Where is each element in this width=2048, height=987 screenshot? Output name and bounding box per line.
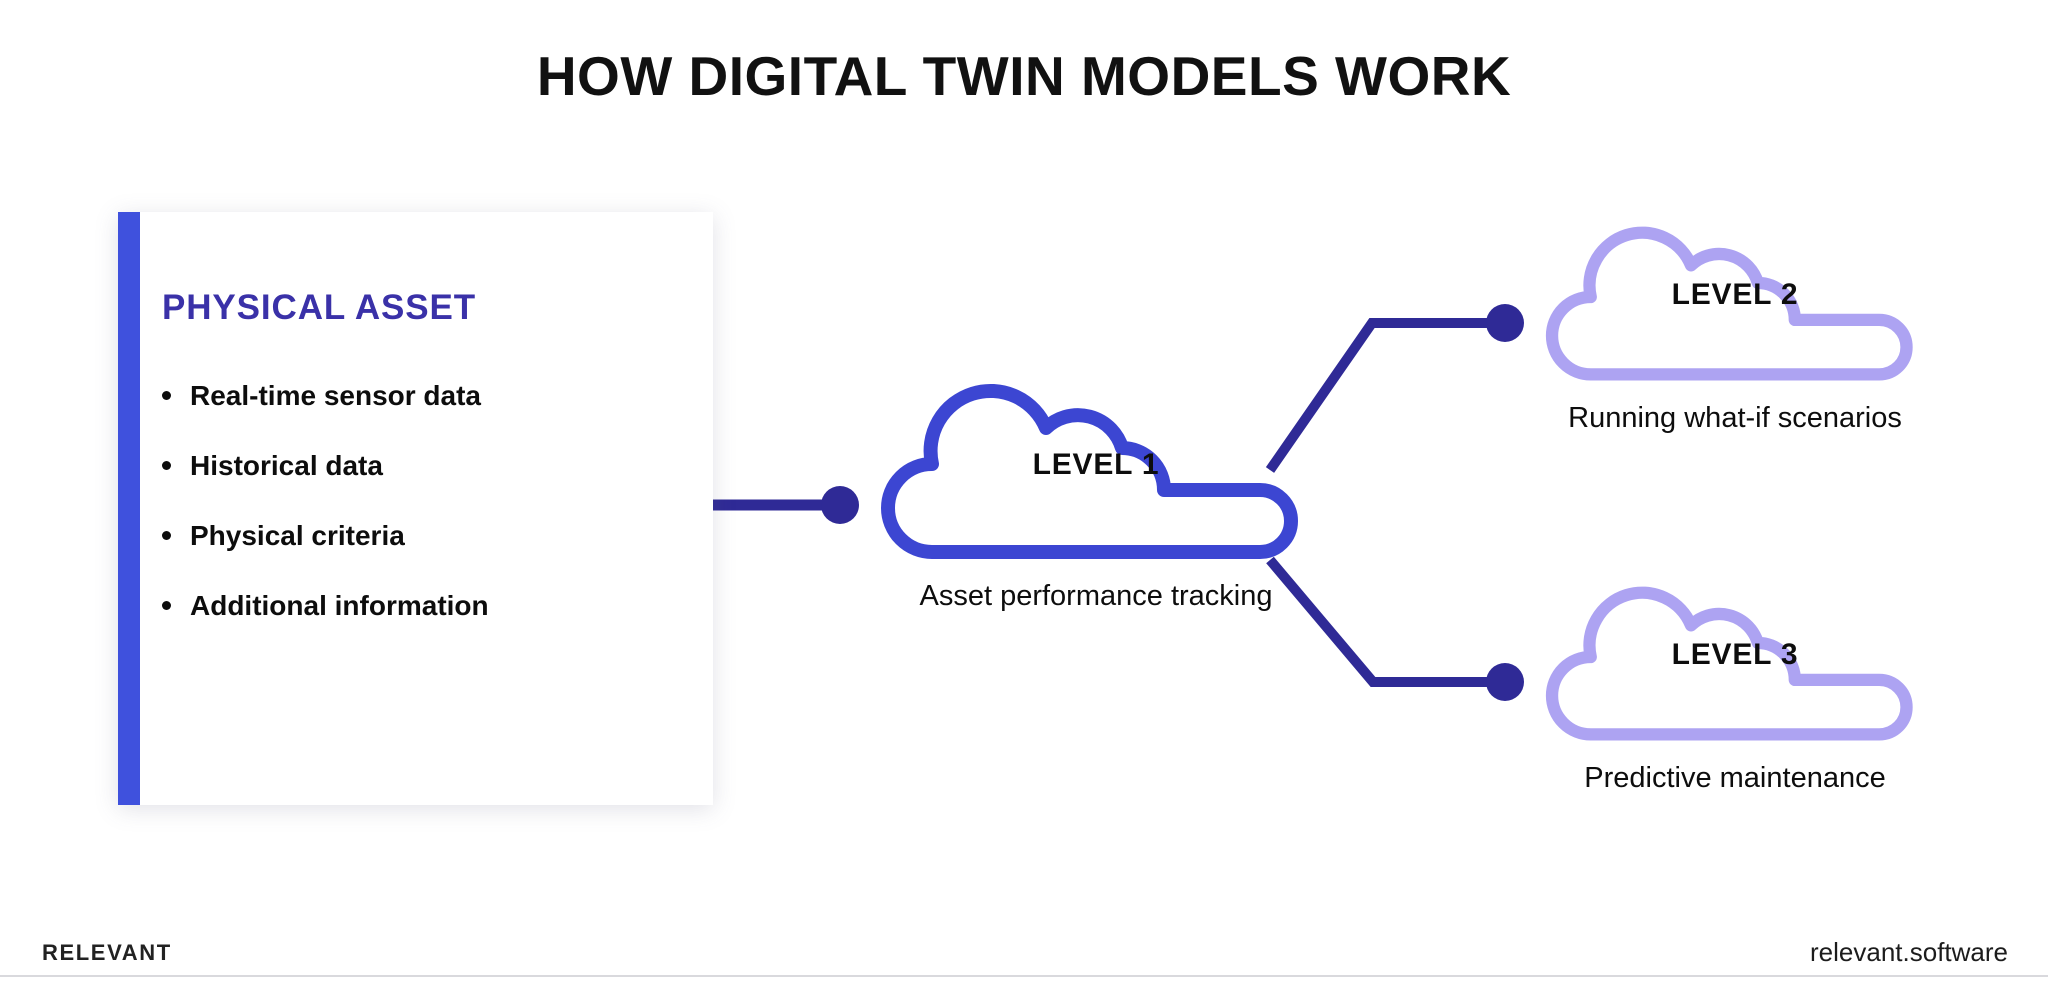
level-3-label: LEVEL 3 [1671, 638, 1799, 671]
brand-logo: RELEVANT [42, 940, 172, 965]
connector-dot-level2 [1486, 304, 1524, 342]
card-body [140, 212, 713, 805]
list-item: Physical criteria [138, 519, 490, 552]
connector-level1-to-level3 [1266, 556, 1496, 687]
connector-dot-level3 [1486, 663, 1524, 701]
bullet-dot-icon [162, 391, 171, 400]
level-3-caption: Predictive maintenance [1584, 762, 1886, 794]
footer-divider [0, 975, 2048, 977]
cloud-icon [1545, 586, 1913, 741]
card-heading: PHYSICAL ASSET [162, 288, 477, 327]
level-1-node: LEVEL 1 Asset performance tracking [880, 368, 1312, 612]
list-item: Real-time sensor data [138, 379, 490, 412]
card-accent-bar [118, 212, 140, 805]
level-2-caption: Running what-if scenarios [1568, 402, 1902, 434]
footer-website-url[interactable]: relevant.software [1810, 937, 2008, 967]
list-item: Historical data [138, 449, 490, 482]
physical-asset-card: PHYSICAL ASSET Real-time sensor data His… [118, 212, 713, 805]
page-title: HOW DIGITAL TWIN MODELS WORK [536, 45, 1512, 107]
level-1-caption: Asset performance tracking [919, 580, 1273, 612]
cloud-icon [1545, 226, 1913, 381]
level-1-label: LEVEL 1 [1032, 448, 1160, 481]
bullet-dot-icon [162, 601, 171, 611]
list-item-label: Additional information [190, 590, 489, 622]
list-item-label: Physical criteria [190, 520, 405, 552]
list-item: Additional information [138, 589, 490, 622]
level-2-label: LEVEL 2 [1671, 278, 1799, 311]
level-3-node: LEVEL 3 Predictive maintenance [1545, 568, 1925, 794]
list-item-label: Real-time sensor data [190, 380, 481, 411]
bullet-dot-icon [162, 531, 171, 541]
level-2-node: LEVEL 2 Running what-if scenarios [1545, 208, 1925, 434]
bullet-dot-icon [162, 461, 171, 471]
card-bullet-list: Real-time sensor data Historical data Ph… [138, 379, 683, 622]
connector-dot-level1 [821, 486, 859, 524]
cloud-icon [881, 383, 1298, 559]
list-item-label: Historical data [190, 450, 383, 482]
